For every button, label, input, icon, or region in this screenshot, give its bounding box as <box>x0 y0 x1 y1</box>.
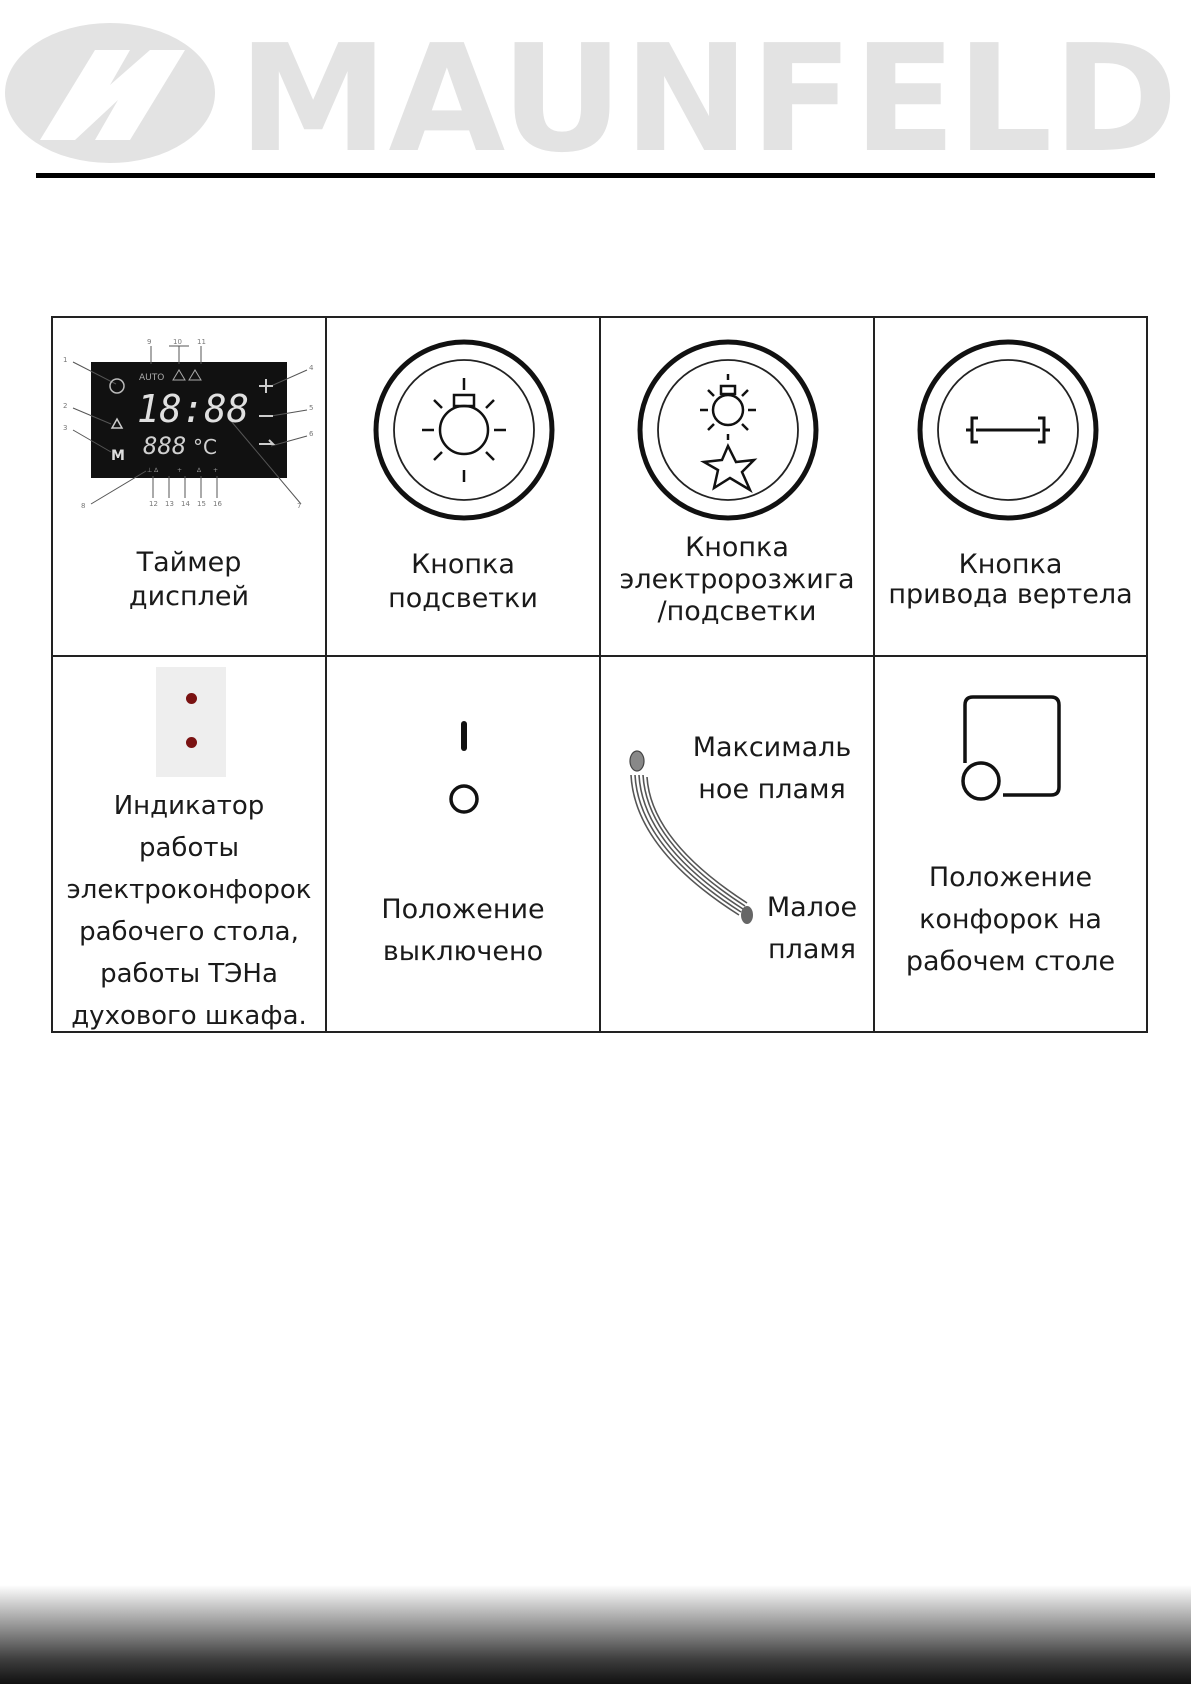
cell-flame-scale: Максималь ное пламя Малое пламя <box>601 657 875 1031</box>
svg-text:5: 5 <box>309 404 313 412</box>
caption-min-flame: Малое пламя <box>766 892 858 965</box>
bell-icon <box>110 417 124 429</box>
svg-text:14: 14 <box>181 500 190 508</box>
svg-text:16: 16 <box>213 500 222 508</box>
display-time-digits: 18:88 <box>137 387 249 431</box>
caption-burner-position: Положение конфорок на рабочем столе <box>905 862 1116 977</box>
svg-text:3: 3 <box>63 424 67 432</box>
indicator-lights-icon <box>156 667 226 777</box>
brand-name: MAUNFELD <box>238 13 1178 170</box>
min-flame-icon <box>741 906 753 924</box>
svg-text:⊥ ∆: ⊥ ∆ <box>147 467 159 474</box>
svg-text:7: 7 <box>297 502 301 510</box>
caption-rotisserie-button: Кнопка привода вертела <box>888 549 1133 610</box>
sun-icon <box>700 374 756 440</box>
svg-text:1: 1 <box>63 356 67 364</box>
svg-text:+: + <box>177 467 182 474</box>
plus-icon <box>259 379 273 393</box>
svg-text:+: + <box>213 467 218 474</box>
svg-text:15: 15 <box>197 500 206 508</box>
enter-icon <box>259 439 276 445</box>
display-temp-unit: °C <box>193 435 217 459</box>
svg-text:4: 4 <box>309 364 314 372</box>
svg-text:∆: ∆ <box>196 467 202 474</box>
footer-gradient-bar <box>0 1585 1191 1684</box>
display-menu-label: M <box>111 448 125 464</box>
clock-icon <box>109 378 125 394</box>
indicator-dot-bottom <box>186 737 197 748</box>
cell-burner-position: Положение конфорок на рабочем столе <box>875 657 1146 1031</box>
caption-timer-display: Таймер дисплей <box>128 547 250 612</box>
svg-text:12: 12 <box>149 500 158 508</box>
cell-light-button: Кнопка подсветки <box>327 318 601 657</box>
ignition-light-button-icon[interactable] <box>636 338 820 522</box>
header-rule <box>36 173 1155 178</box>
caption-light-button: Кнопка подсветки <box>388 549 538 614</box>
brand-logo: MAUNFELD <box>5 13 1178 170</box>
spark-icon <box>700 443 758 494</box>
burner-position-icon <box>961 695 1061 801</box>
caption-off-position: Положение выключено <box>381 894 545 967</box>
svg-text:10: 10 <box>173 338 182 346</box>
off-position-icon <box>449 721 479 814</box>
sun-icon <box>422 378 506 482</box>
caption-indicator: Индикатор работы электроконфорок рабочег… <box>66 791 312 1031</box>
display-mode-label: AUTO <box>139 373 164 383</box>
max-flame-icon <box>629 750 645 772</box>
svg-text:13: 13 <box>165 500 174 508</box>
svg-text:8: 8 <box>81 502 85 510</box>
cell-ignition-button: Кнопка электророзжига /подсветки <box>601 318 875 657</box>
spit-icon <box>966 416 1050 444</box>
caption-max-flame: Максималь ное пламя <box>692 732 852 805</box>
rotisserie-button-icon[interactable] <box>916 338 1100 522</box>
display-temp-digits: 888 <box>143 432 186 460</box>
caption-ignition-button: Кнопка электророзжига /подсветки <box>619 532 855 627</box>
cell-off-position: Положение выключено <box>327 657 601 1031</box>
svg-text:11: 11 <box>197 338 206 346</box>
indicator-dot-top <box>186 693 197 704</box>
cell-rotisserie-button: Кнопка привода вертела <box>875 318 1146 657</box>
flame-scale-icon <box>629 750 753 924</box>
svg-text:2: 2 <box>63 402 67 410</box>
light-bulb-button-icon[interactable] <box>372 338 556 522</box>
cell-indicator: Индикатор работы электроконфорок рабочег… <box>53 657 327 1031</box>
svg-text:6: 6 <box>309 430 314 438</box>
svg-text:9: 9 <box>147 338 151 346</box>
